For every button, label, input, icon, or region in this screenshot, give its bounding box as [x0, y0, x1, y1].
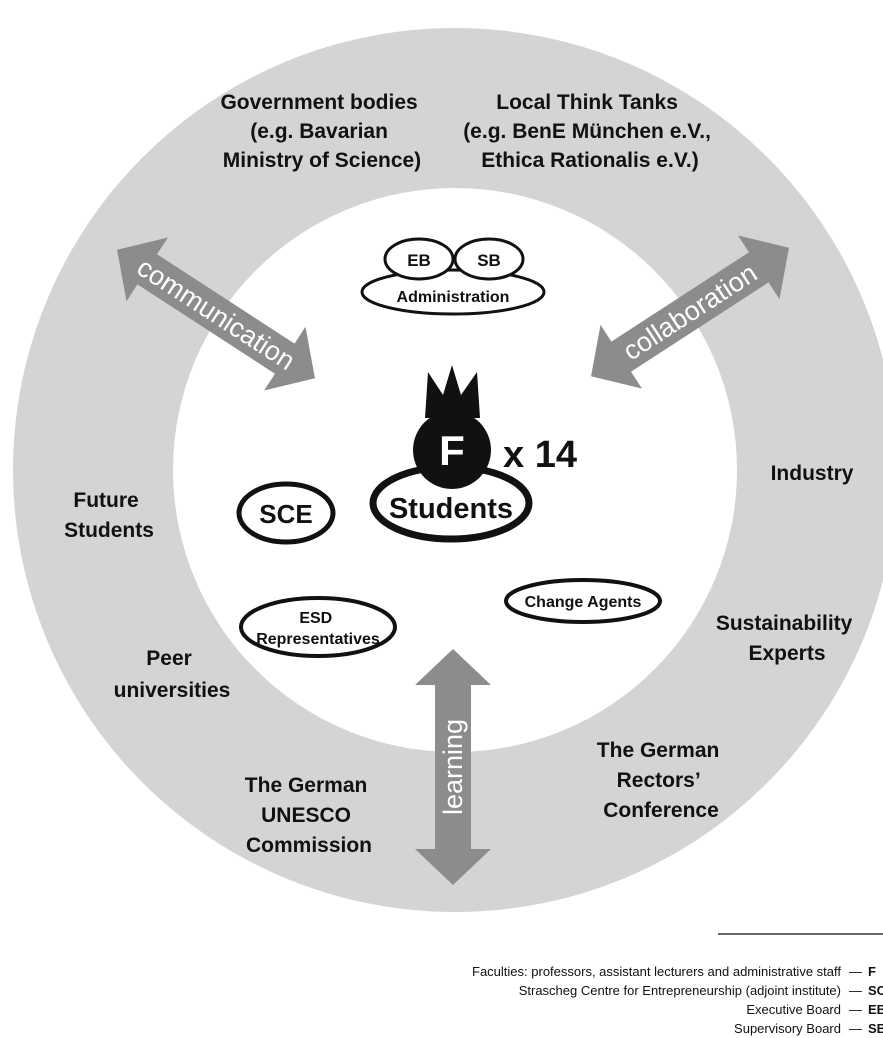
label-rectors-conference: The German Rectors’ Conference [597, 739, 725, 822]
sb-label: SB [477, 251, 501, 270]
label-unesco-commission: The German UNESCO Commission [245, 774, 373, 857]
change-agents-group: Change Agents [504, 578, 662, 624]
legend-item-code: SC [868, 983, 883, 998]
label-future-students: Future Students [64, 489, 154, 542]
label-government-bodies: Government bodies (e.g. Bavarian Ministr… [220, 91, 423, 172]
sb-oval [453, 237, 525, 281]
crown-icon [425, 365, 480, 418]
faculty-multiplier: x 14 [503, 434, 577, 476]
administration-label: Administration [397, 289, 510, 306]
legend-item-code: SB [868, 1021, 883, 1036]
legend-item-text: Faculties: professors, assistant lecture… [472, 964, 841, 979]
legend-dash: — [849, 983, 862, 998]
legend-item-text: Strascheg Centre for Entrepreneurship (a… [519, 983, 841, 998]
sce-oval [236, 481, 336, 545]
administration-group: EB SB Administration [360, 237, 546, 316]
esd-group: ESD Representatives [239, 596, 397, 658]
legend-item-text: Supervisory Board [734, 1021, 841, 1036]
sce-label: SCE [259, 499, 312, 529]
change-agents-label: Change Agents [525, 594, 642, 611]
legend-item-code: F [868, 964, 876, 979]
learning-label: learning [438, 719, 468, 815]
esd-oval [239, 596, 397, 658]
legend-dash: — [849, 964, 862, 979]
label-peer-universities: Peer universities [114, 647, 231, 702]
eb-label: EB [407, 251, 431, 270]
legend-item-text: Executive Board [746, 1002, 841, 1017]
change-agents-oval [504, 578, 662, 624]
legend: Faculties: professors, assistant lecture… [472, 933, 883, 1036]
faculty-ball [413, 411, 491, 489]
legend-dash: — [849, 1002, 862, 1017]
faculty-label: F [439, 427, 465, 474]
students-label: Students [389, 493, 513, 525]
sce-group: SCE [236, 481, 336, 545]
learning-arrow: learning [415, 649, 491, 885]
label-sustainability-experts: Sustainability Experts [716, 612, 858, 665]
students-group: F x 14 Students [369, 365, 577, 543]
legend-item-code: EB [868, 1002, 883, 1017]
administration-oval [360, 268, 546, 316]
eb-oval [383, 237, 455, 281]
label-industry: Industry [771, 462, 854, 485]
esd-label: ESD Representatives [256, 610, 380, 648]
legend-dash: — [849, 1021, 862, 1036]
label-local-think-tanks: Local Think Tanks (e.g. BenE München e.V… [463, 91, 717, 172]
